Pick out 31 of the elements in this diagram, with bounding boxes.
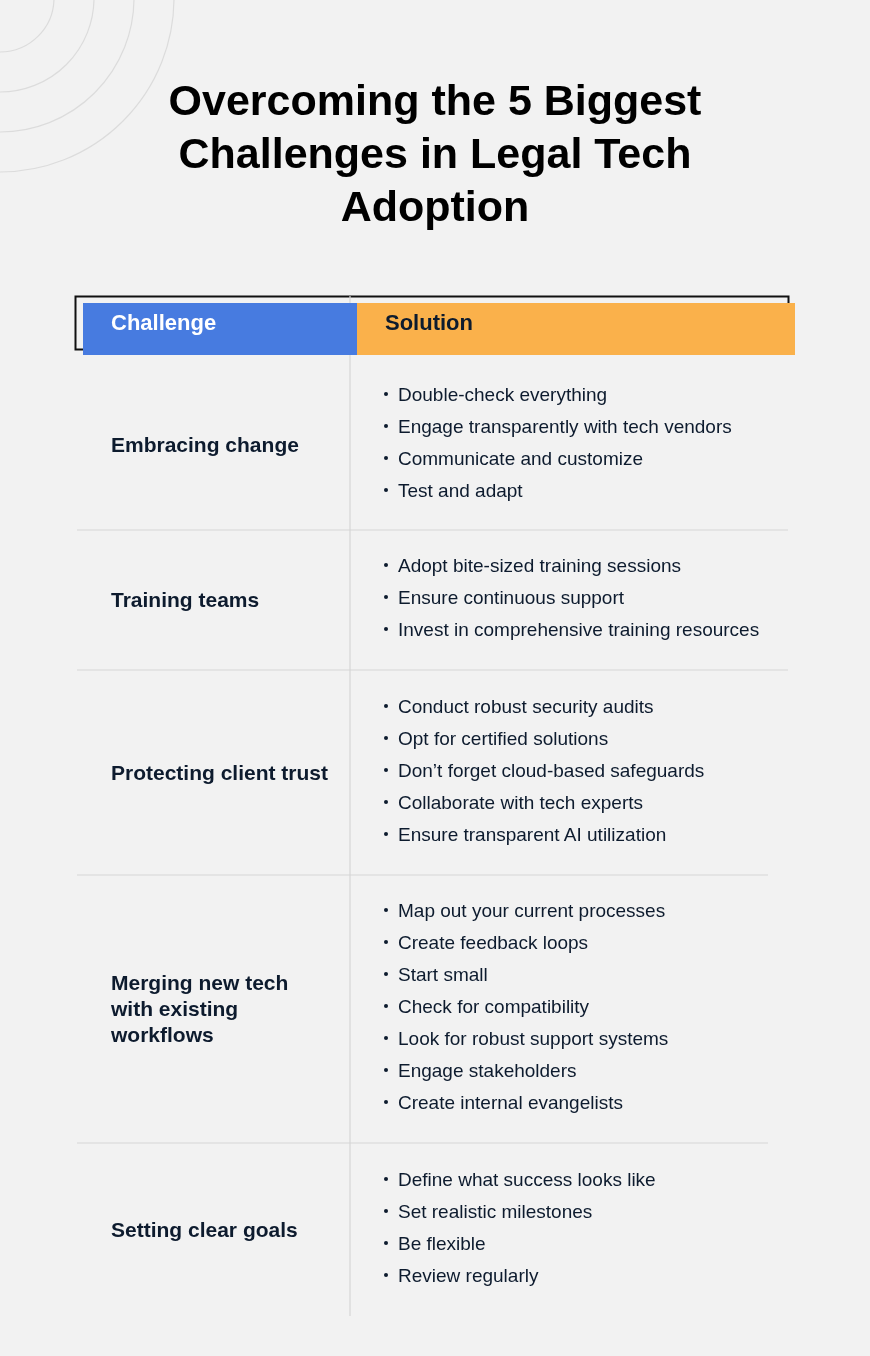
solution-text: Ensure transparent AI utilization bbox=[398, 823, 667, 845]
column-header: Challenge bbox=[83, 303, 357, 355]
title: Overcoming the 5 Biggest Challenges in Legal Tech Adoption bbox=[167, 75, 703, 232]
solution-text: Double-check everything bbox=[398, 384, 608, 405]
solution-text: Define what success looks like bbox=[398, 1168, 656, 1190]
solution-text: Create feedback loops bbox=[398, 932, 589, 953]
solution-text: Ensure continuous support bbox=[398, 587, 625, 608]
solution-text: Create internal evangelists bbox=[398, 1092, 623, 1113]
solution-text: Conduct robust security audits bbox=[398, 695, 654, 717]
solution-text: Start small bbox=[398, 964, 488, 985]
challenge-text: Setting clear goals bbox=[111, 1216, 299, 1243]
solution-text: Adopt bite-sized training sessions bbox=[398, 555, 682, 576]
solution-text: Engage stakeholders bbox=[398, 1060, 577, 1081]
solution-text: Don’t forget cloud-based safeguards bbox=[398, 759, 705, 781]
solution-text: Review regularly bbox=[398, 1264, 539, 1286]
solution-text: Look for robust support systems bbox=[398, 1028, 669, 1049]
challenge-text: Protecting client trust bbox=[111, 759, 330, 786]
column-header: Solution bbox=[357, 303, 795, 355]
solution-text: Collaborate with tech experts bbox=[398, 791, 643, 813]
solution-text: Check for compatibility bbox=[398, 996, 590, 1017]
challenge-text: Embracing change bbox=[111, 432, 300, 458]
challenge-text: Training teams bbox=[111, 587, 261, 613]
solution-text: Engage transparently with tech vendors bbox=[398, 416, 732, 437]
solution-text: Invest in comprehensive training resources bbox=[398, 619, 760, 640]
solution-text: Be flexible bbox=[398, 1232, 486, 1254]
solution-text: Opt for certified solutions bbox=[398, 727, 609, 749]
challenge-text: Merging new tech with existing workflows bbox=[111, 970, 290, 1048]
solution-text: Test and adapt bbox=[398, 480, 523, 501]
solution-text: Set realistic milestones bbox=[398, 1200, 593, 1222]
solution-text: Map out your current processes bbox=[398, 900, 666, 921]
solution-text: Communicate and customize bbox=[398, 448, 643, 469]
